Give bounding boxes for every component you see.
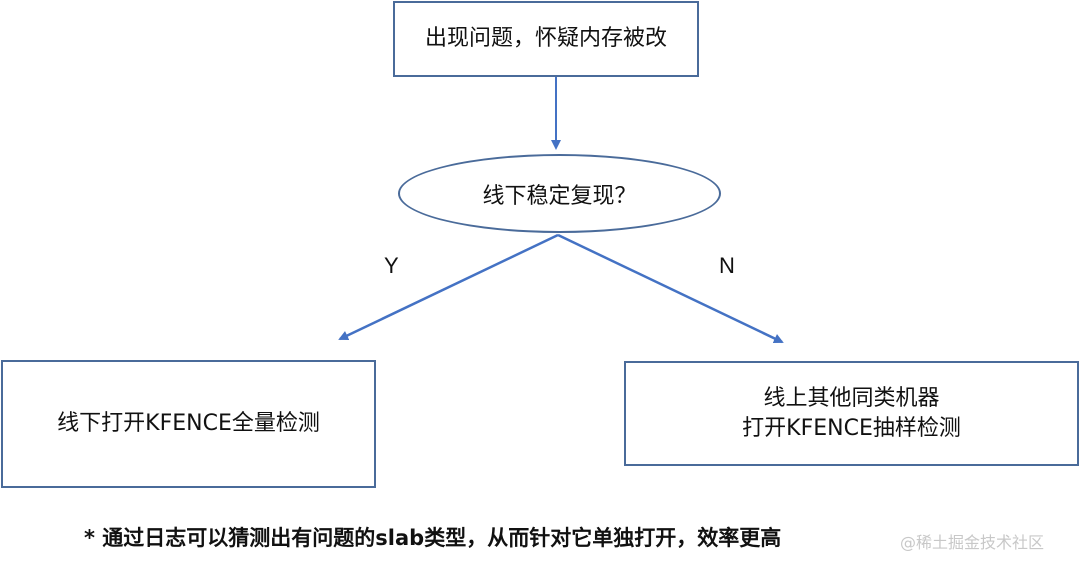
decision-node: 线下稳定复现？ [398, 154, 721, 233]
no-branch-label: N [719, 253, 735, 278]
offline-full-detection-node: 线下打开KFENCE全量检测 [1, 360, 376, 488]
decision-node-label: 线下稳定复现？ [482, 183, 637, 209]
yes-branch-label: Y [384, 253, 399, 278]
watermark-text: @稀土掘金技术社区 [900, 533, 1045, 552]
start-node: 出现问题，怀疑内存被改 [393, 1, 699, 77]
arrow-decision-to-right [557, 233, 784, 344]
online-node-label-line1: 线上其他同类机器 [763, 385, 940, 411]
footnote-text: * 通过日志可以猜测出有问题的slab类型，从而针对它单独打开，效率更高 [84, 526, 782, 550]
online-node-label-line2: 打开KFENCE抽样检测 [742, 415, 961, 441]
arrow-decision-to-left [338, 233, 559, 341]
start-node-label: 出现问题，怀疑内存被改 [424, 26, 667, 51]
offline-node-label: 线下打开KFENCE全量检测 [57, 411, 320, 436]
online-sampling-detection-node: 线上其他同类机器 打开KFENCE抽样检测 [624, 361, 1079, 466]
